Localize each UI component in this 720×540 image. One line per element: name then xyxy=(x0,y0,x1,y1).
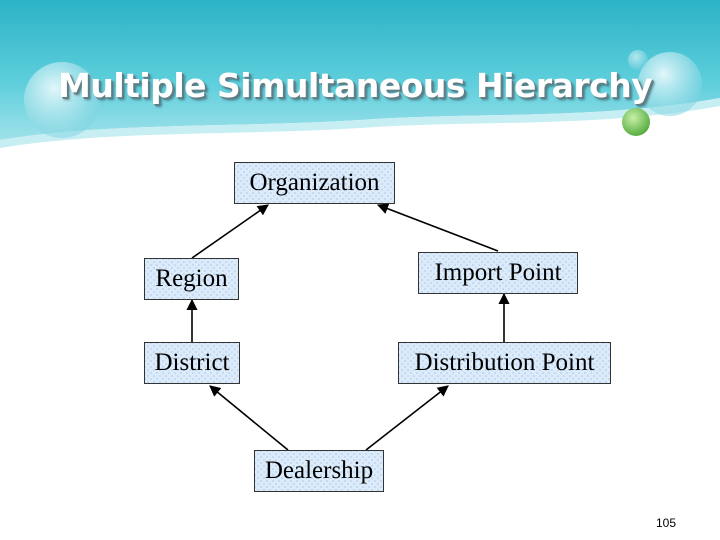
page-number: 105 xyxy=(656,516,676,530)
edge-region-to-organization xyxy=(192,205,268,258)
node-import-point: Import Point xyxy=(418,252,578,294)
edge-import-point-to-organization xyxy=(378,205,498,251)
node-region: Region xyxy=(144,258,239,300)
edge-dealership-to-distribution-point xyxy=(366,386,448,450)
node-organization: Organization xyxy=(234,162,395,204)
node-dealership: Dealership xyxy=(254,450,384,492)
edge-dealership-to-district xyxy=(210,386,288,450)
node-district: District xyxy=(144,342,240,384)
node-distribution-point: Distribution Point xyxy=(398,342,611,384)
